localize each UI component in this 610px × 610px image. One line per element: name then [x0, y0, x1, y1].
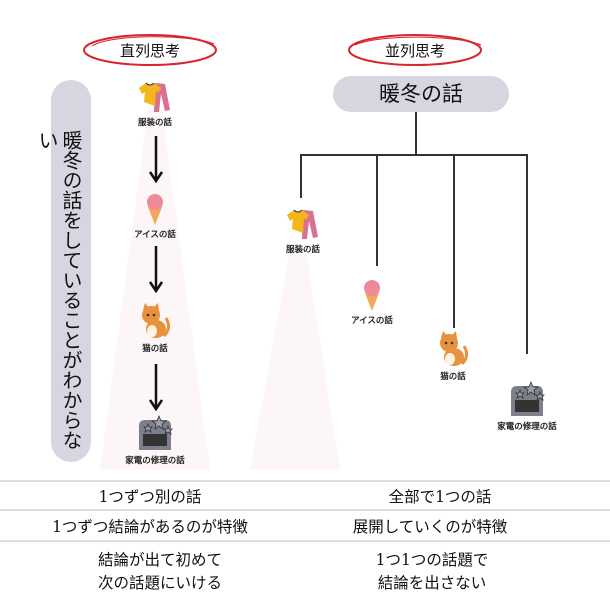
cat-icon	[142, 303, 171, 338]
branch-cat	[453, 154, 455, 328]
side-note-text: 暖冬の話をしていることがわからない	[35, 130, 83, 450]
branch-appliance	[526, 154, 528, 354]
red-circle-mark	[348, 34, 482, 66]
parallel-item-ice-cream: アイスの話	[327, 278, 417, 326]
table-cell-right: 全部で1つの話	[388, 488, 492, 506]
root-topic-label: 暖冬の話	[379, 82, 463, 106]
serial-thinking-heading: 直列思考	[80, 32, 220, 68]
serial-item-label: アイスの話	[134, 230, 176, 240]
right-column-highlight	[250, 250, 340, 470]
down-arrow-icon	[148, 246, 164, 294]
tree-branch	[300, 154, 527, 156]
serial-item-label: 服装の話	[137, 118, 172, 128]
serial-item-label: 猫の話	[142, 344, 168, 354]
ice-cream-icon	[364, 280, 380, 311]
parallel-item-label: アイスの話	[351, 316, 393, 326]
table-cell-right: 結論を出さない	[377, 574, 487, 592]
table-cell-left: 1つずつ結論があるのが特徴	[52, 518, 248, 536]
parallel-item-label: 猫の話	[440, 372, 466, 382]
serial-item-appliance: 家電の修理の話	[110, 414, 200, 466]
table-cell-right: 展開していくのが特徴	[352, 518, 508, 536]
parallel-item-label: 家電の修理の話	[497, 422, 557, 432]
serial-thinking-title: 直列思考	[119, 42, 180, 60]
table-cell-right: 1つ1つの話題で	[375, 551, 489, 569]
clothes-icon	[139, 82, 170, 112]
branch-ice-cream	[376, 154, 378, 266]
table-divider	[0, 509, 610, 511]
serial-item-label: 家電の修理の話	[125, 456, 185, 466]
serial-item-cat: 猫の話	[110, 302, 200, 354]
side-note-pill: 暖冬の話をしていることがわからない	[35, 80, 91, 462]
parallel-item-label: 服装の話	[285, 245, 320, 255]
table-cell-left: 1つずつ別の話	[98, 488, 202, 506]
cat-icon	[440, 331, 469, 366]
serial-item-ice-cream: アイスの話	[110, 192, 200, 240]
down-arrow-icon	[148, 364, 164, 412]
table-cell-left: 次の話題にいける	[97, 574, 222, 592]
parallel-thinking-heading: 並列思考	[345, 32, 485, 68]
broken-appliance-icon	[139, 414, 173, 450]
broken-appliance-icon	[511, 380, 545, 416]
parallel-item-clothes: 服装の話	[258, 207, 348, 255]
clothes-icon	[287, 209, 318, 239]
ice-cream-icon	[147, 194, 163, 225]
table-divider	[0, 540, 610, 542]
parallel-item-cat: 猫の話	[408, 330, 498, 382]
red-circle-mark	[83, 34, 217, 66]
parallel-item-appliance: 家電の修理の話	[482, 380, 572, 432]
table-cell-left: 結論が出て初めて	[97, 551, 222, 569]
parallel-thinking-title: 並列思考	[384, 42, 445, 60]
table-divider	[0, 480, 610, 482]
down-arrow-icon	[148, 136, 164, 184]
serial-item-clothes: 服装の話	[110, 80, 200, 128]
root-topic-pill: 暖冬の話	[333, 76, 509, 112]
tree-trunk	[415, 112, 417, 155]
branch-clothes	[300, 154, 302, 198]
